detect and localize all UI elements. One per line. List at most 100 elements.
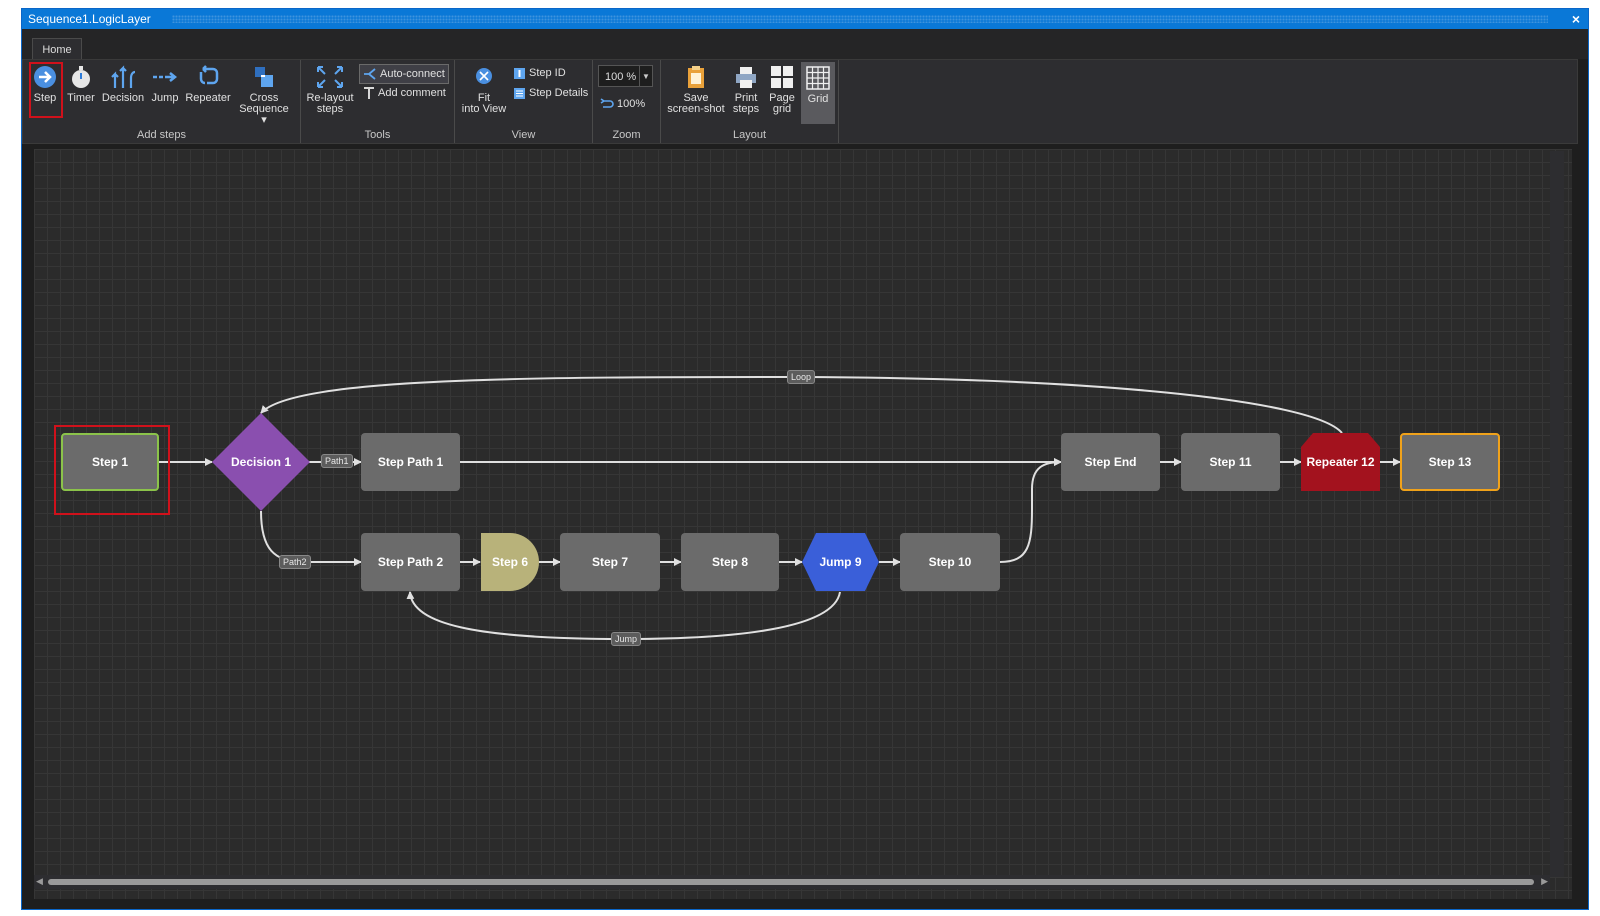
- node-step-path-2[interactable]: Step Path 2: [361, 533, 460, 591]
- step-details-icon: [514, 87, 525, 99]
- page-grid-label-2: grid: [772, 103, 792, 115]
- step-button-highlight: [29, 62, 63, 118]
- save-screenshot-button[interactable]: Save screen-shot: [665, 64, 727, 115]
- edge-label-path2[interactable]: Path2: [279, 555, 311, 569]
- add-steps-group-label: Add steps: [137, 129, 186, 141]
- zoom-level-value: 100 %: [605, 71, 637, 83]
- add-step-button[interactable]: Step: [31, 64, 59, 104]
- grid-label: Grid: [807, 93, 829, 105]
- add-repeater-label: Repeater: [185, 92, 231, 104]
- grid-toggle-button[interactable]: Grid: [801, 62, 835, 124]
- node-jump-9[interactable]: Jump 9: [802, 533, 879, 591]
- node-step-8[interactable]: Step 8: [681, 533, 779, 591]
- connector-loop[interactable]: [260, 375, 1343, 434]
- vertical-scrollbar[interactable]: [1550, 151, 1564, 877]
- jump-arrow-icon: [153, 72, 178, 82]
- edge-label-loop[interactable]: Loop: [787, 370, 816, 384]
- ribbon-group-tools: Re-layout steps Auto-connect Add comment…: [301, 60, 455, 143]
- step-details-toggle[interactable]: Step Details: [513, 84, 588, 102]
- edge-label-jump[interactable]: Jump: [611, 632, 642, 646]
- add-timer-button[interactable]: Timer: [65, 64, 97, 104]
- add-repeater-button[interactable]: Repeater: [185, 64, 231, 104]
- zoom-group-label: Zoom: [612, 129, 641, 141]
- chevron-down-icon[interactable]: ▼: [639, 66, 652, 86]
- ribbon: Step Timer Decision Jump: [22, 59, 1578, 144]
- reset-zoom-button[interactable]: 100%: [600, 95, 645, 113]
- tab-home[interactable]: Home: [32, 38, 82, 60]
- add-jump-button[interactable]: Jump: [149, 64, 181, 104]
- node-step-6[interactable]: Step 6: [481, 533, 539, 591]
- connector-step10-stepend[interactable]: [999, 458, 1062, 563]
- cross-sequence-label-2: Sequence ▾: [239, 103, 289, 126]
- relayout-arrows-icon: [317, 66, 343, 88]
- page-grid-label-1: Page: [769, 92, 795, 104]
- page-grid-icon: [771, 66, 793, 88]
- diagram-canvas[interactable]: Step 1 Decision 1 Step Path 1 Step Path …: [34, 149, 1572, 899]
- auto-connect-icon: [364, 68, 376, 80]
- ribbon-tab-strip: Home: [22, 29, 1588, 60]
- ribbon-group-add-steps: Step Timer Decision Jump: [23, 60, 301, 143]
- decision-icon: [111, 65, 136, 88]
- ribbon-group-view: Fit into View Step ID Step Details View: [455, 60, 593, 143]
- ribbon-group-layout: Save screen-shot Print steps Page grid: [661, 60, 839, 143]
- page-grid-button[interactable]: Page grid: [765, 64, 799, 115]
- print-label-1: Print: [734, 92, 758, 104]
- tools-group-label: Tools: [364, 129, 391, 141]
- cross-sequence-button[interactable]: Cross Sequence ▾: [235, 64, 293, 126]
- step-id-label: Step ID: [529, 67, 566, 79]
- zoom-level-select[interactable]: 100 % ▼: [598, 65, 653, 87]
- title-bar[interactable]: Sequence1.LogicLayer ×: [22, 9, 1588, 29]
- add-timer-label: Timer: [67, 92, 95, 104]
- view-group-label: View: [511, 129, 536, 141]
- relayout-label-2: steps: [316, 103, 344, 115]
- close-icon[interactable]: ×: [1571, 11, 1580, 27]
- add-comment-button[interactable]: Add comment: [363, 84, 446, 102]
- jump-9-label: Jump 9: [819, 555, 862, 569]
- node-step-end[interactable]: Step End: [1061, 433, 1160, 491]
- sequence-window: Sequence1.LogicLayer × Home Step Timer: [21, 8, 1589, 910]
- auto-connect-toggle[interactable]: Auto-connect: [359, 64, 449, 84]
- node-decision-1[interactable]: Decision 1: [212, 413, 310, 511]
- timer-icon: [72, 66, 90, 88]
- cross-sequence-icon: [255, 67, 273, 87]
- node-repeater-12[interactable]: Repeater 12: [1301, 433, 1380, 491]
- relayout-label-1: Re-layout: [306, 92, 354, 104]
- undo-arrow-icon: [600, 98, 614, 108]
- repeater-12-label: Repeater 12: [1306, 455, 1375, 469]
- layout-group-label: Layout: [732, 129, 767, 141]
- step-icon: [34, 66, 56, 88]
- node-step-path-1[interactable]: Step Path 1: [361, 433, 460, 491]
- add-comment-label: Add comment: [378, 87, 446, 99]
- cross-sequence-label-1: Cross: [249, 92, 279, 104]
- scroll-right-arrow-icon[interactable]: ▶: [1541, 876, 1548, 886]
- text-comment-icon: [364, 87, 374, 100]
- print-steps-button[interactable]: Print steps: [729, 64, 763, 115]
- node-step-7[interactable]: Step 7: [560, 533, 660, 591]
- title-bar-grip: [172, 15, 1548, 23]
- relayout-steps-button[interactable]: Re-layout steps: [305, 64, 355, 115]
- repeater-shape: [1301, 433, 1380, 491]
- node-step-11[interactable]: Step 11: [1181, 433, 1280, 491]
- reset-zoom-label: 100%: [617, 98, 646, 110]
- add-decision-button[interactable]: Decision: [101, 64, 145, 104]
- auto-connect-label: Auto-connect: [380, 68, 445, 80]
- connector-decision1-steppath2[interactable]: [260, 510, 362, 566]
- window-title: Sequence1.LogicLayer: [28, 12, 151, 26]
- step-details-label: Step Details: [529, 87, 589, 99]
- scroll-left-arrow-icon[interactable]: ◀: [36, 876, 43, 886]
- connectors-layer: [159, 375, 1401, 641]
- save-label-1: Save: [683, 92, 709, 104]
- node-step-13[interactable]: Step 13: [1400, 433, 1500, 491]
- horizontal-scrollbar[interactable]: ◀ ▶: [34, 875, 1550, 889]
- fit-into-view-button[interactable]: Fit into View: [459, 64, 509, 115]
- edge-label-path1[interactable]: Path1: [321, 454, 353, 468]
- add-jump-label: Jump: [151, 92, 179, 104]
- decision-diamond-shape: [212, 413, 310, 511]
- step-id-toggle[interactable]: Step ID: [513, 64, 566, 82]
- node-step-1[interactable]: Step 1: [61, 433, 159, 491]
- grid-icon: [806, 66, 830, 90]
- node-step-10[interactable]: Step 10: [900, 533, 1000, 591]
- printer-icon: [736, 67, 756, 88]
- save-label-2: screen-shot: [667, 103, 725, 115]
- horizontal-scroll-thumb[interactable]: [48, 879, 1534, 885]
